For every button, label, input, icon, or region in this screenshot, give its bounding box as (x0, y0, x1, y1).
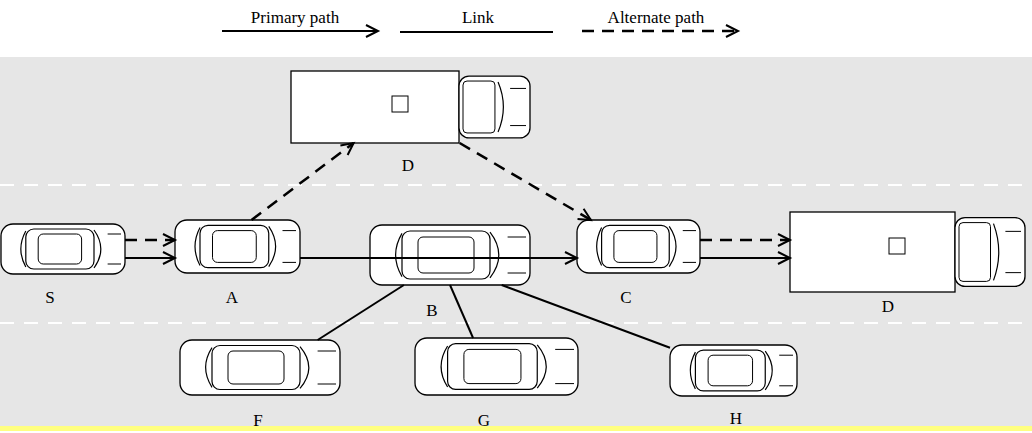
vehicle-label: C (620, 289, 631, 306)
vehicle-car: A (175, 220, 300, 273)
lane-marking (0, 184, 1032, 186)
car-illustration (370, 225, 530, 285)
truck-illustration (790, 212, 1025, 292)
vehicle-label: B (426, 302, 437, 319)
truck-illustration (291, 71, 530, 143)
alternate-path-arrow (125, 239, 175, 242)
primary-path-arrow (700, 257, 790, 259)
vehicle-car: F (180, 340, 340, 395)
road-surface (0, 57, 1032, 427)
lane-marking (0, 322, 1032, 324)
legend-sample-line (400, 31, 553, 33)
link-line (450, 285, 473, 338)
car-illustration (415, 338, 578, 395)
car-illustration (577, 220, 700, 273)
legend-sample-line (222, 30, 378, 32)
vehicle-label: D (882, 298, 894, 315)
vehicle-car: C (577, 220, 700, 273)
vehicle-car: G (415, 338, 578, 395)
road-edge-line (0, 426, 1032, 431)
alternate-path-arrow (700, 239, 790, 242)
car-illustration (670, 345, 797, 396)
vehicle-car: B (370, 225, 530, 285)
vehicle-label: H (730, 410, 742, 427)
vehicle-car: H (670, 345, 797, 396)
primary-path-arrow (125, 257, 175, 259)
vehicle-label: A (226, 289, 238, 306)
vehicle-label: S (45, 289, 54, 306)
legend-label: Link (462, 9, 494, 26)
vehicle-label: G (478, 412, 490, 429)
vehicle-truck: D (790, 212, 1025, 292)
vehicle-label: D (402, 157, 414, 174)
legend-sample-line (582, 30, 738, 33)
link-line (502, 285, 670, 348)
legend-label: Alternate path (608, 9, 705, 26)
link-line (318, 285, 404, 340)
vehicle-label: F (253, 412, 262, 429)
vehicle-car: S (1, 224, 125, 274)
car-illustration (1, 224, 125, 274)
alternate-path-arrow (252, 143, 354, 220)
alternate-path-arrow (460, 143, 591, 220)
car-illustration (175, 220, 300, 273)
vehicle-truck: D (291, 71, 530, 143)
primary-path-arrow (300, 257, 577, 259)
legend-label: Primary path (251, 9, 339, 26)
car-illustration (180, 340, 340, 395)
